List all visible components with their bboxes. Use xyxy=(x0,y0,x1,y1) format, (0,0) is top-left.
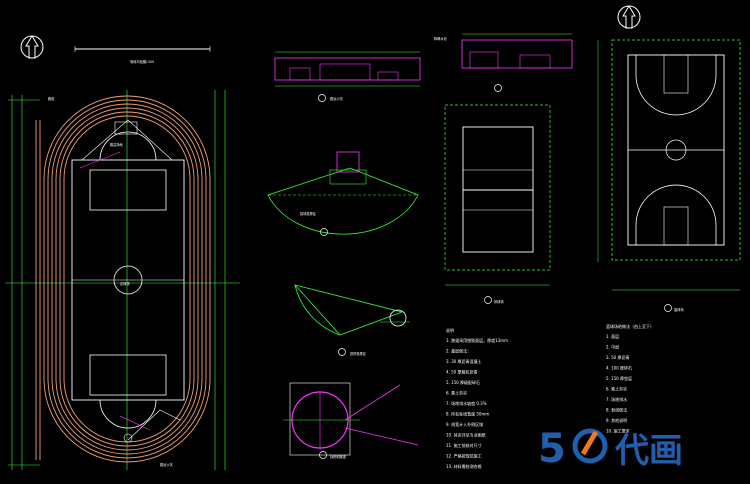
notes-right-line: 6. 素土夯实 xyxy=(606,386,627,392)
logo-text: 代画 xyxy=(614,431,683,471)
notes-left-line: 7. 场地排水坡度 0.3% xyxy=(446,400,487,406)
track-label: 跑道 xyxy=(48,96,55,101)
notes-left-line: 11. 施工前核对尺寸 xyxy=(446,442,482,448)
notes-right-line: 4. 100 厚碎石 xyxy=(606,365,632,371)
javelin-circle-detail: 标枪助跑道 xyxy=(283,382,419,459)
notes-left-line: 6. 素土夯实 xyxy=(446,390,467,396)
notes-left-heading: 说明 xyxy=(446,327,454,333)
north-arrow-icon-right xyxy=(617,5,641,29)
notes-left-line: 1. 跑道采用塑胶面层，厚度13mm xyxy=(446,337,508,343)
notes-left-line: 8. 所有标线宽度 50mm xyxy=(446,411,489,417)
notes-right-line: 9. 其他说明 xyxy=(606,417,627,423)
notes-right-line: 5. 150 厚垫层 xyxy=(606,375,632,381)
main-title: 场地平面图 xyxy=(130,59,146,64)
field-label: 足球场 xyxy=(120,281,130,286)
long-jump-detail-label: 跳远沙坑 xyxy=(330,96,344,101)
logo-number: 5 xyxy=(538,426,566,472)
notes-left-line: 10. 其余详见专业图纸 xyxy=(446,432,486,438)
notes-left-line: 9. 线宽计入外侧区域 xyxy=(446,421,483,427)
main-title-block: 场地平面图 1:500 xyxy=(74,46,211,64)
notes-right-line: 8. 划线做法 xyxy=(606,407,627,413)
running-track-plan: 跑道 跳高场地 足球场 跳远沙坑 xyxy=(5,90,240,470)
high-jump-label: 跳高场地 xyxy=(110,142,124,147)
discus-sector-detail: 铁饼投掷区 xyxy=(293,284,410,356)
notes-right-line: 2. 中层 xyxy=(606,344,619,350)
notes-right: 篮球场地做法（由上至下） 1. 面层 2. 中层 3. 50 厚沥青 4. 100 厚… xyxy=(606,323,654,434)
north-arrow-icon-left xyxy=(20,35,44,59)
notes-left-line: 5. 150 厚级配碎石 xyxy=(446,379,480,385)
notes-right-line: 10. 施工要求 xyxy=(606,428,630,434)
watermark-logo: 5 代画 xyxy=(538,426,683,472)
notes-right-line: 1. 面层 xyxy=(606,333,619,339)
notes-left-line: 4. 50 厚粗粒沥青 xyxy=(446,369,477,375)
steeple-pit-detail: 障碍水池 xyxy=(434,33,573,92)
shotput-label: 铅球投掷区 xyxy=(300,211,317,216)
volleyball-court-plan: 排球场 xyxy=(444,104,551,304)
notes-left-line: 2. 基层做法： xyxy=(446,348,471,354)
discus-label: 铁饼投掷区 xyxy=(350,351,367,356)
main-scale: 1:500 xyxy=(145,60,154,64)
steeple-label: 障碍水池 xyxy=(434,36,448,41)
notes-left-line: 3. 30 厚沥青混凝土 xyxy=(446,358,481,364)
shotput-sector-detail: 铅球投掷区 xyxy=(267,151,419,236)
long-jump-label: 跳远沙坑 xyxy=(160,462,174,467)
volleyball-label: 排球场 xyxy=(494,299,504,304)
notes-right-line: 7. 场地排水 xyxy=(606,396,627,402)
long-jump-pit-detail: 跳远沙坑 xyxy=(274,51,421,102)
basketball-label: 篮球场 xyxy=(674,307,684,312)
javelin-label: 标枪助跑道 xyxy=(330,454,347,459)
notes-left-line: 13. 材料需检测合格 xyxy=(446,463,482,469)
notes-left: 说明 1. 跑道采用塑胶面层，厚度13mm 2. 基层做法： 3. 30 厚沥青混凝… xyxy=(446,327,508,469)
basketball-court-plan: 篮球场 xyxy=(597,39,741,312)
notes-left-line: 12. 严格按规范施工 xyxy=(446,453,482,459)
notes-right-heading: 篮球场地做法（由上至下） xyxy=(606,323,654,329)
notes-right-line: 3. 50 厚沥青 xyxy=(606,354,629,360)
